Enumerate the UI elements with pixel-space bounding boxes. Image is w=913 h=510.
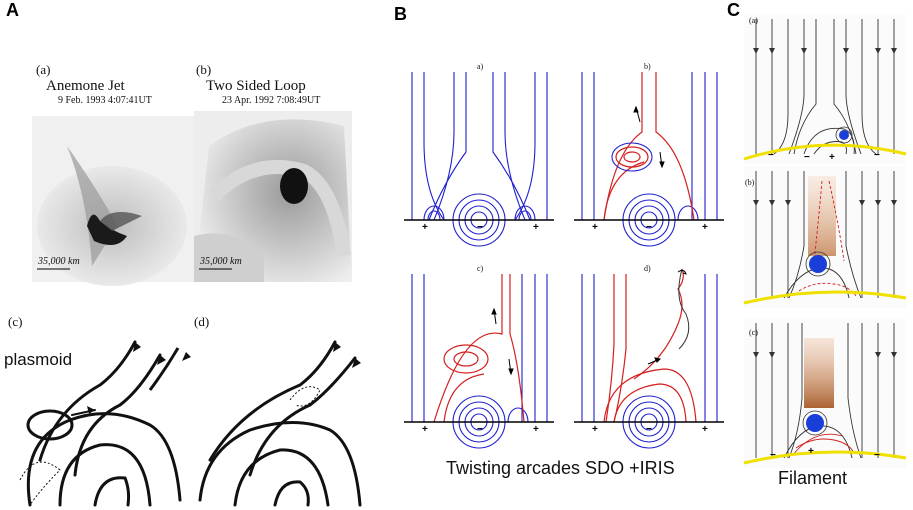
sketch-c-tag: (c) bbox=[8, 314, 23, 329]
panel-c-letter: C bbox=[727, 0, 740, 20]
c-c-minus-right: − bbox=[874, 450, 880, 461]
c-a-plus: + bbox=[829, 152, 835, 163]
sketch-d-tag: (d) bbox=[194, 314, 210, 329]
b-c-plus-left: + bbox=[422, 424, 428, 435]
b-b-plus-right: + bbox=[702, 222, 708, 233]
panel-b-d-diagram bbox=[574, 268, 724, 449]
panel-a-letter: A bbox=[6, 0, 19, 20]
photo-a-date: 9 Feb. 1993 4:07:41UT bbox=[58, 95, 152, 106]
photo-a-scale: 35,000 km bbox=[38, 256, 80, 267]
b-d-minus: − bbox=[646, 424, 652, 435]
sketch-d bbox=[198, 340, 362, 507]
b-b-plus-left: + bbox=[592, 222, 598, 233]
panel-b-a-label: a) bbox=[477, 62, 484, 71]
panel-c-caption: Filament bbox=[778, 468, 848, 488]
image-anemone-jet bbox=[32, 56, 194, 286]
c-c-minus-left: − bbox=[770, 450, 776, 461]
b-b-minus: − bbox=[646, 222, 652, 233]
panel-b-d-label: d) bbox=[644, 264, 651, 273]
b-a-plus-right: + bbox=[533, 222, 539, 233]
panel-b-c-diagram bbox=[404, 274, 554, 449]
panel-c-a-diagram bbox=[743, 14, 907, 164]
panel-b-b-diagram bbox=[574, 72, 724, 247]
b-c-minus: − bbox=[477, 424, 483, 435]
b-d-plus-right: + bbox=[702, 424, 708, 435]
photo-b-date: 23 Apr. 1992 7:08:49UT bbox=[222, 95, 321, 106]
c-c-plus: + bbox=[808, 446, 814, 457]
panel-c-c-diagram bbox=[743, 318, 907, 468]
b-d-plus-left: + bbox=[592, 424, 598, 435]
b-a-plus-left: + bbox=[422, 222, 428, 233]
sketch-c bbox=[19, 340, 191, 507]
panel-c-a-label: (a) bbox=[749, 16, 758, 25]
image-two-sided-loop bbox=[194, 56, 352, 282]
panel-b-b-label: b) bbox=[644, 62, 651, 71]
photo-b-title: Two Sided Loop bbox=[206, 78, 306, 94]
photo-a-tag: (a) bbox=[36, 62, 51, 77]
b-a-minus: − bbox=[477, 222, 483, 233]
two-sided-loop-photo bbox=[194, 111, 352, 282]
b-c-plus-right: + bbox=[533, 424, 539, 435]
panel-b-letter: B bbox=[394, 4, 407, 24]
c-a-minus-right: − bbox=[874, 150, 880, 161]
photo-b-tag: (b) bbox=[196, 62, 212, 77]
c-a-minus-mid: − bbox=[804, 152, 810, 163]
panel-b-a-diagram bbox=[404, 72, 554, 247]
panel-b-caption: Twisting arcades SDO +IRIS bbox=[446, 458, 675, 478]
plasmoid-label: plasmoid bbox=[4, 350, 73, 369]
photo-b-scale: 35,000 km bbox=[200, 256, 242, 267]
panel-b-c-label: c) bbox=[477, 264, 484, 273]
panel-c-b-label: (b) bbox=[745, 178, 755, 187]
panel-c-c-label: (c) bbox=[749, 328, 758, 337]
panel-c-b-diagram bbox=[743, 166, 907, 308]
photo-a-title: Anemone Jet bbox=[46, 78, 125, 94]
c-a-minus-left: − bbox=[768, 150, 774, 161]
anemone-jet-photo bbox=[32, 116, 194, 286]
